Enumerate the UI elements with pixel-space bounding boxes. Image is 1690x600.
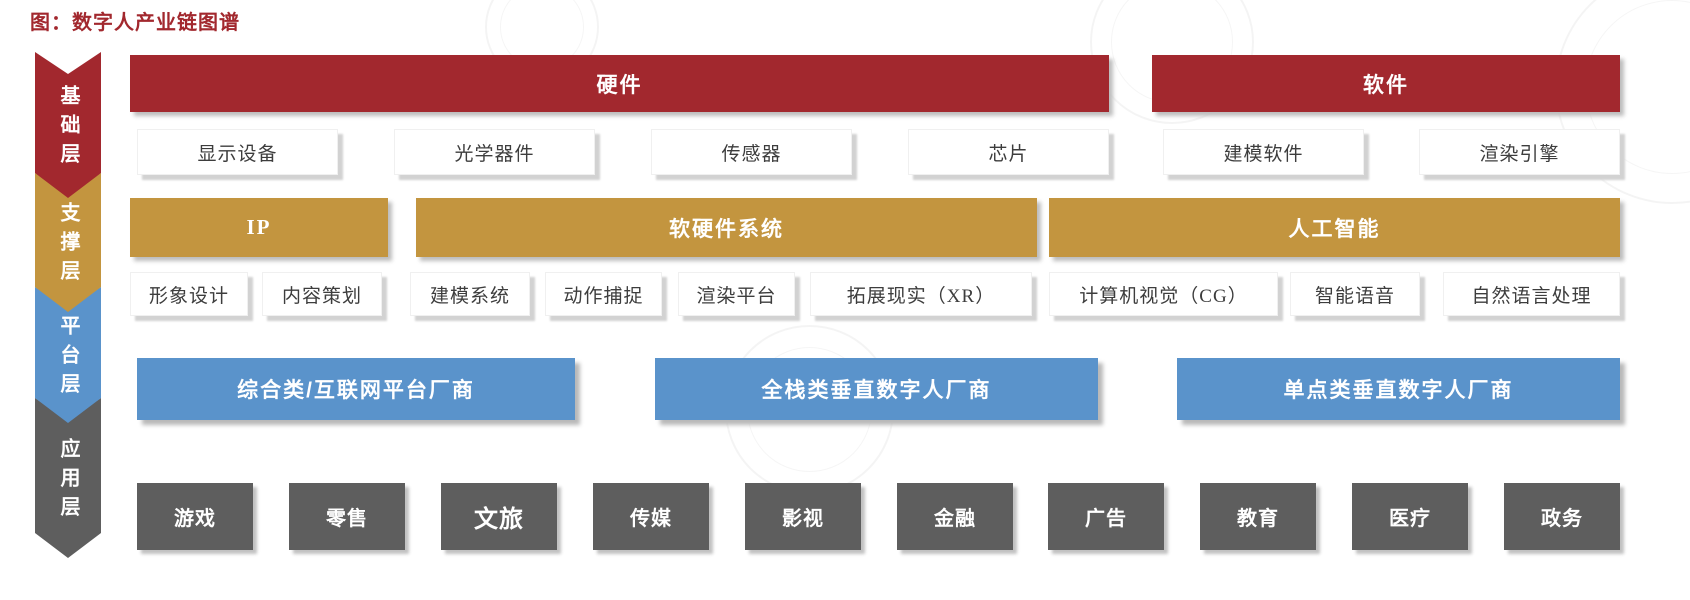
item-box-render-engine: 渲染引擎 — [1419, 129, 1620, 175]
item-label: 拓展现实（XR） — [846, 285, 996, 307]
header-bar-ai: 人工智能 — [1049, 198, 1620, 257]
header-bar-hardware: 硬件 — [130, 55, 1109, 112]
platform-label: 单点类垂直数字人厂商 — [1283, 379, 1514, 402]
header-bar-ip: IP — [130, 198, 388, 257]
app-label: 医疗 — [1389, 508, 1431, 530]
layer-label-base: 基础层 — [57, 84, 79, 172]
item-box-modeling-system: 建模系统 — [410, 272, 530, 316]
layer-label-application: 应用层 — [57, 437, 79, 525]
app-box-government: 政务 — [1504, 483, 1620, 550]
item-box-render-platform: 渲染平台 — [678, 272, 795, 316]
item-box-chip: 芯片 — [908, 129, 1109, 175]
layer-arrow-support: 支撑层 — [35, 173, 101, 312]
item-label: 光学器件 — [454, 143, 535, 165]
header-bar-hw-sw-system: 软硬件系统 — [416, 198, 1037, 257]
app-label: 游戏 — [174, 508, 216, 530]
header-label: 硬件 — [596, 73, 643, 97]
platform-label: 综合类/互联网平台厂商 — [237, 379, 475, 402]
header-label: IP — [246, 215, 272, 239]
item-label: 动作捕捉 — [563, 285, 644, 307]
app-label: 传媒 — [630, 508, 672, 530]
app-box-education: 教育 — [1200, 483, 1316, 550]
item-box-content-planning: 内容策划 — [262, 272, 382, 316]
item-label: 传感器 — [721, 143, 782, 165]
platform-box-singlepoint-vertical: 单点类垂直数字人厂商 — [1177, 358, 1620, 420]
app-label: 文旅 — [474, 506, 524, 533]
app-box-gaming: 游戏 — [137, 483, 253, 550]
header-bar-software: 软件 — [1152, 55, 1620, 112]
platform-box-integrated-internet: 综合类/互联网平台厂商 — [137, 358, 575, 420]
platform-box-fullstack-vertical: 全栈类垂直数字人厂商 — [655, 358, 1098, 420]
item-box-sensor: 传感器 — [651, 129, 852, 175]
header-label: 人工智能 — [1288, 217, 1381, 241]
header-label: 软件 — [1363, 73, 1409, 97]
layer-arrow-base: 基础层 — [35, 52, 101, 198]
item-label: 计算机视觉（CG） — [1079, 285, 1248, 307]
item-label: 形象设计 — [148, 285, 229, 307]
item-box-computer-vision: 计算机视觉（CG） — [1049, 272, 1278, 316]
app-box-healthcare: 医疗 — [1352, 483, 1468, 550]
item-label: 显示设备 — [197, 143, 278, 165]
item-box-motion-capture: 动作捕捉 — [545, 272, 662, 316]
item-box-optics: 光学器件 — [394, 129, 595, 175]
app-box-advertising: 广告 — [1048, 483, 1164, 550]
app-label: 广告 — [1085, 508, 1127, 530]
layer-label-support: 支撑层 — [57, 202, 79, 289]
page-title: 图：数字人产业链图谱 — [30, 12, 240, 34]
item-label: 内容策划 — [281, 285, 362, 307]
app-label: 零售 — [326, 508, 368, 530]
item-box-modeling-software: 建模软件 — [1163, 129, 1364, 175]
item-box-intelligent-speech: 智能语音 — [1290, 272, 1420, 316]
app-box-culture-tourism: 文旅 — [441, 483, 557, 550]
item-box-display-device: 显示设备 — [137, 129, 338, 175]
layer-arrow-platform: 平台层 — [35, 287, 101, 423]
header-label: 软硬件系统 — [669, 217, 784, 241]
platform-label: 全栈类垂直数字人厂商 — [761, 379, 992, 402]
app-label: 影视 — [782, 508, 824, 530]
item-label: 芯片 — [988, 143, 1029, 165]
item-label: 渲染引擎 — [1479, 143, 1560, 165]
app-box-finance: 金融 — [897, 483, 1013, 550]
item-label: 建模软件 — [1223, 143, 1304, 165]
app-box-retail: 零售 — [289, 483, 405, 550]
app-label: 金融 — [934, 508, 976, 530]
layer-arrow-application: 应用层 — [35, 398, 101, 558]
item-label: 建模系统 — [429, 285, 510, 307]
app-box-media: 传媒 — [593, 483, 709, 550]
app-label: 政务 — [1541, 508, 1583, 530]
item-box-nlp: 自然语言处理 — [1443, 272, 1620, 316]
app-box-film-tv: 影视 — [745, 483, 861, 550]
item-label: 渲染平台 — [696, 285, 777, 307]
item-label: 自然语言处理 — [1471, 285, 1592, 307]
item-box-image-design: 形象设计 — [130, 272, 248, 316]
layer-label-platform: 平台层 — [57, 314, 79, 402]
item-label: 智能语音 — [1314, 285, 1395, 307]
item-box-extended-reality: 拓展现实（XR） — [810, 272, 1032, 316]
app-label: 教育 — [1237, 508, 1279, 530]
